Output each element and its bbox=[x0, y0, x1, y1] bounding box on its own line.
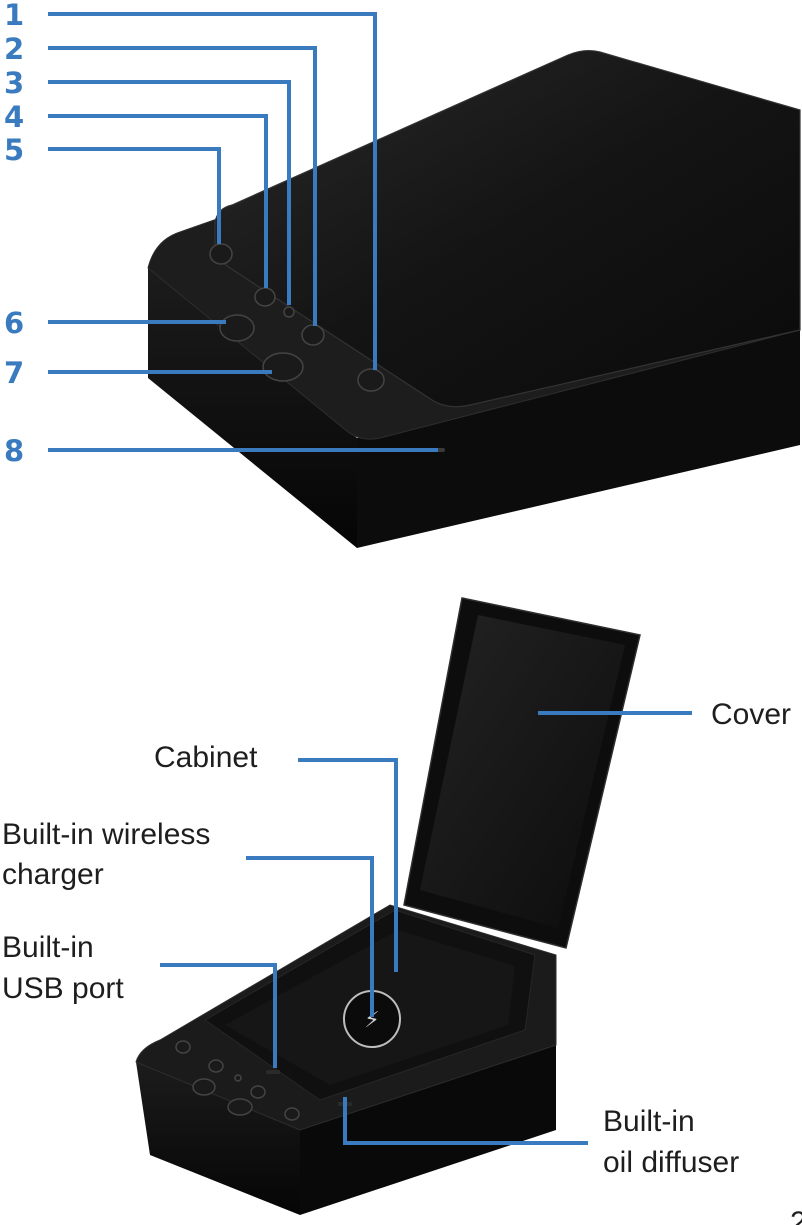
callout-line-4 bbox=[48, 114, 268, 288]
oil-diffuser-label-line1: Built-in bbox=[603, 1105, 695, 1138]
open-button-a bbox=[175, 1040, 191, 1054]
callout-number-7: 7 bbox=[4, 356, 24, 390]
device-closed-body-side bbox=[148, 268, 357, 548]
open-button-f bbox=[284, 1107, 300, 1121]
open-button-e bbox=[227, 1098, 253, 1116]
cabinet-label: Cabinet bbox=[154, 741, 258, 774]
usb-port-line bbox=[160, 963, 277, 1068]
button-6 bbox=[219, 314, 255, 342]
wireless-charger-label-line2: charger bbox=[2, 858, 104, 891]
oil-diffuser-label-line2: oil diffuser bbox=[603, 1146, 739, 1179]
bottom-callout-lines bbox=[160, 711, 692, 1145]
device-open-body-side bbox=[136, 1062, 300, 1215]
button-5 bbox=[209, 243, 233, 265]
button-4 bbox=[254, 287, 276, 307]
usb-port-label-line1: Built-in bbox=[2, 931, 94, 964]
callout-line-1 bbox=[48, 12, 377, 370]
device-open-body-front bbox=[300, 1045, 556, 1215]
button-7 bbox=[262, 352, 304, 382]
top-callout-lines bbox=[48, 12, 438, 452]
callout-number-8: 8 bbox=[4, 434, 24, 468]
oil-diffuser-line bbox=[343, 1097, 588, 1145]
button-2 bbox=[301, 324, 325, 346]
cover-label: Cover bbox=[711, 698, 791, 731]
indicator-3 bbox=[283, 306, 295, 318]
callout-number-5: 5 bbox=[4, 133, 24, 167]
usb-port-slot bbox=[266, 1070, 280, 1074]
device-closed-body-front bbox=[357, 330, 800, 548]
open-button-d bbox=[192, 1078, 216, 1096]
callout-line-2 bbox=[48, 46, 317, 326]
device-open-cover-inner bbox=[420, 615, 625, 928]
open-button-b bbox=[208, 1059, 224, 1073]
wireless-charger-icon: ⚡ bbox=[364, 1008, 379, 1033]
callout-number-6: 6 bbox=[4, 306, 24, 340]
callout-number-2: 2 bbox=[4, 32, 24, 66]
device-open: ⚡ bbox=[135, 597, 641, 1215]
top-callout-numbers: 1 2 3 4 5 6 7 8 bbox=[4, 0, 24, 468]
device-closed bbox=[147, 49, 801, 548]
callout-line-5 bbox=[48, 147, 221, 244]
wireless-charger-label-line1: Built-in wireless bbox=[2, 818, 210, 851]
cabinet-line bbox=[298, 758, 398, 972]
wireless-charger-line bbox=[246, 856, 374, 1017]
callout-number-4: 4 bbox=[4, 100, 24, 134]
callout-number-1: 1 bbox=[4, 0, 24, 32]
callout-line-3 bbox=[48, 80, 291, 305]
open-button-c bbox=[250, 1085, 266, 1099]
callout-number-3: 3 bbox=[4, 66, 24, 100]
usb-port-label-line2: USB port bbox=[2, 972, 124, 1005]
bottom-labels: Cover Cabinet Built-in wireless charger … bbox=[2, 698, 791, 1179]
button-1 bbox=[357, 368, 385, 392]
open-indicator bbox=[234, 1074, 242, 1082]
page-number: 2 bbox=[790, 1206, 802, 1225]
